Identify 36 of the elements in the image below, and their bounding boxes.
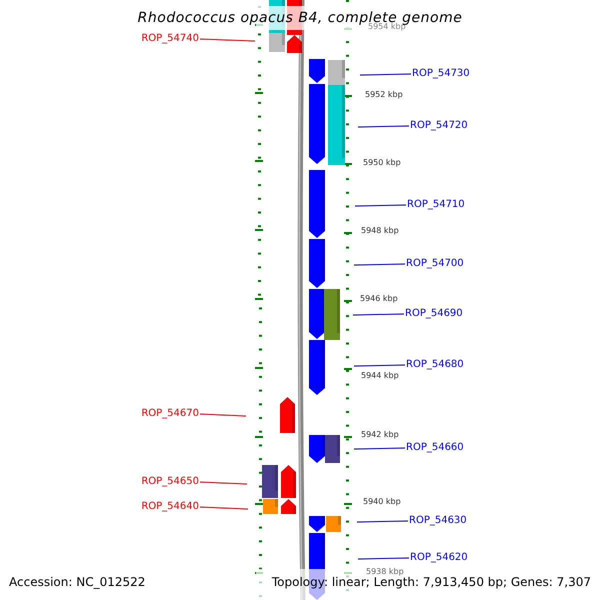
gene-label: ROP_54650 (141, 476, 199, 488)
gene-label: ROP_54700 (406, 258, 464, 270)
leader-line (360, 74, 412, 76)
leader-line (358, 558, 410, 560)
gene-label: ROP_54710 (407, 199, 465, 211)
leader-line (356, 520, 408, 522)
gene-label: ROP_54720 (410, 120, 468, 132)
accession-text: Accession: NC_012522 (9, 575, 146, 589)
gene-label: ROP_54690 (405, 308, 463, 320)
scale-label: 5940 kbp (363, 497, 401, 507)
gene-label: ROP_54620 (410, 552, 468, 564)
scale-label: 5942 kbp (361, 430, 399, 440)
scale-label: 5946 kbp (360, 294, 398, 304)
scale-label: 5950 kbp (363, 158, 401, 168)
leader-line (352, 314, 404, 316)
leader-line (354, 204, 406, 206)
gene-label: ROP_54730 (412, 68, 470, 80)
genome-summary-text: Topology: linear; Length: 7,913,450 bp; Genes: 7,307 (272, 575, 591, 589)
gene-label: ROP_54740 (141, 33, 199, 45)
gene-label: ROP_54680 (406, 359, 464, 371)
scale-label: 5952 kbp (365, 90, 403, 100)
leader-line (200, 414, 246, 416)
leader-line (354, 448, 406, 450)
gene-label: ROP_54630 (409, 515, 467, 527)
scale-label: 5938 kbp (366, 567, 404, 576)
leader-line (200, 506, 248, 510)
leader-line (200, 482, 248, 484)
leader-line (358, 126, 410, 128)
scale-label: 5948 kbp (361, 226, 399, 236)
gene-label: ROP_54670 (141, 408, 199, 420)
scale-label: 5944 kbp (361, 371, 399, 381)
leader-line (354, 264, 406, 266)
leader-line (354, 364, 406, 366)
leader-line (200, 38, 256, 42)
gene-label: ROP_54660 (406, 442, 464, 454)
gene-label: ROP_54640 (141, 501, 199, 513)
